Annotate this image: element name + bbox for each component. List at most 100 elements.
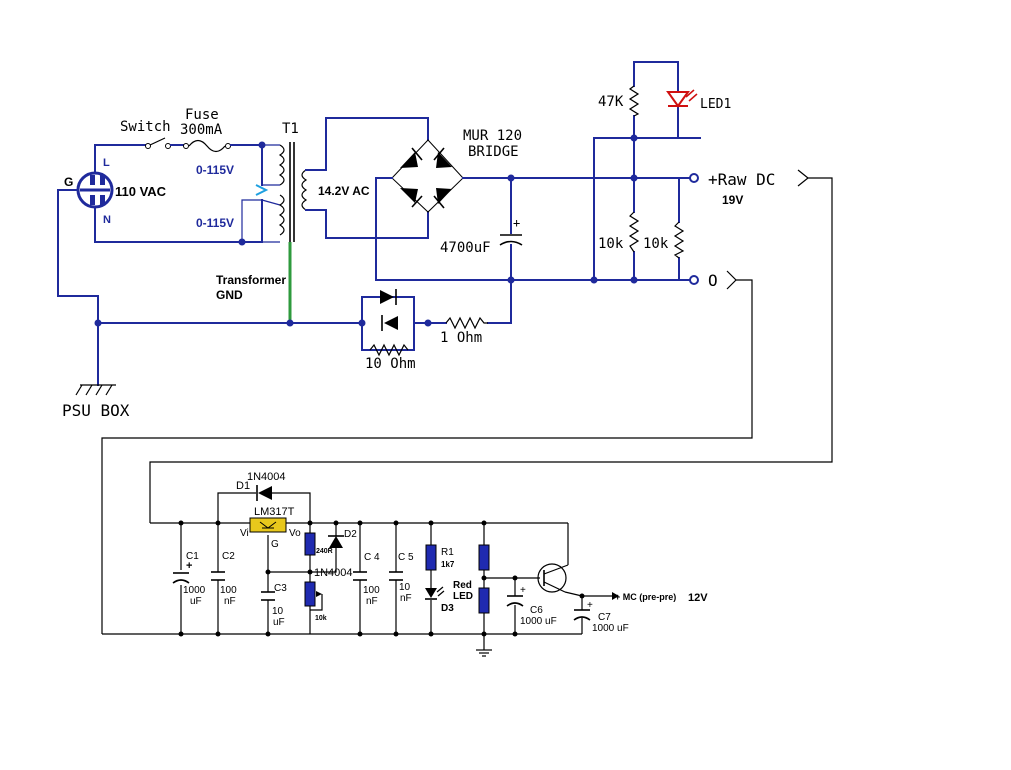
r1ohm-label: 1 Ohm <box>440 330 482 346</box>
c1-capacitor <box>172 572 190 584</box>
g-pin-label: G <box>271 539 279 550</box>
r47k-label: 47K <box>598 94 624 110</box>
vo-label: Vo <box>289 528 301 539</box>
mains-n-label: N <box>103 214 111 226</box>
transformer-t1 <box>255 142 308 323</box>
resistor-10k-a <box>628 211 640 253</box>
c2-label: C2 <box>222 551 235 562</box>
lm317-label: LM317T <box>254 506 295 518</box>
c3-value-1: 10 <box>272 606 284 617</box>
c1-label: C1 <box>186 551 199 562</box>
c1-value-2: uF <box>190 596 202 607</box>
c4-capacitor <box>353 571 367 581</box>
output-voltage-label: 12V <box>688 592 708 604</box>
d1-part-label: 1N4004 <box>247 471 286 483</box>
primary-bottom-label: 0-115V <box>196 216 234 230</box>
mains-g-label: G <box>64 175 73 189</box>
bridge-label-2: BRIDGE <box>468 144 519 160</box>
d1-diode <box>256 485 272 501</box>
c4-label: C 4 <box>364 552 380 563</box>
c4-value-2: nF <box>366 596 378 607</box>
c2-capacitor <box>211 571 225 581</box>
c1-value-1: 1000 <box>183 585 206 596</box>
primary-top-label: 0-115V <box>196 163 234 177</box>
c7-value: 1000 uF <box>592 623 629 634</box>
pot-label: 10k <box>315 615 327 622</box>
d2-diode <box>328 535 344 548</box>
dc-bus-wiring <box>375 61 701 324</box>
c5-capacitor <box>389 571 403 581</box>
main-capacitor: + <box>499 216 523 246</box>
transformer-gnd-label-1: Transformer <box>216 273 286 287</box>
switch-symbol <box>134 137 184 149</box>
c5-value-2: nF <box>400 593 412 604</box>
r10k-a-label: 10k <box>598 236 624 252</box>
mains-socket <box>76 171 114 209</box>
svg-text:+: + <box>186 560 192 572</box>
regulator-wiring <box>102 492 612 650</box>
cap-main-label: 4700uF <box>440 240 491 256</box>
fuse-rating-label: 300mA <box>180 122 223 138</box>
c5-value-1: 10 <box>399 582 411 593</box>
switch-label: Switch <box>120 119 171 135</box>
svg-text:+: + <box>513 216 520 230</box>
resistor-10k-b <box>673 221 685 259</box>
output-transistor <box>537 563 569 593</box>
transformer-gnd-label-2: GND <box>216 288 243 302</box>
d3-red-led <box>425 586 445 600</box>
zero-label: O <box>708 271 718 290</box>
bridge-label-1: MUR 120 <box>463 128 522 144</box>
c3-value-2: uF <box>273 617 285 628</box>
secondary-label: 14.2V AC <box>318 184 370 198</box>
led1-label: LED1 <box>700 97 731 112</box>
secondary-wiring <box>305 117 429 239</box>
r10ohm-label: 10 Ohm <box>365 356 416 372</box>
vi-label: Vi <box>240 528 249 539</box>
d2-label: D2 <box>344 529 357 540</box>
c7-capacitor: + <box>573 600 593 621</box>
c5-label: C 5 <box>398 552 414 563</box>
ground-loop-diodes <box>369 289 409 357</box>
c3-label: C3 <box>274 583 287 594</box>
d3-label: D3 <box>441 603 454 614</box>
mc-output-label: + MC (pre-pre) <box>615 592 676 602</box>
c2-value-1: 100 <box>220 585 237 596</box>
c6-capacitor: + <box>506 585 526 607</box>
bridge-rectifier <box>391 139 464 213</box>
c2-value-2: nF <box>224 596 236 607</box>
resistor-47k <box>628 85 640 117</box>
fuse-symbol <box>183 139 251 153</box>
led1-symbol <box>666 89 698 108</box>
psu-box-earth <box>75 384 116 396</box>
r1-resistor <box>425 544 437 571</box>
divider-resistors <box>478 544 490 614</box>
psu-box-label: PSU BOX <box>62 401 130 420</box>
c6-label: C6 <box>530 605 543 616</box>
resistor-1ohm <box>445 316 488 330</box>
raw-dc-voltage-label: 19V <box>722 193 743 207</box>
red-led-label-2: LED <box>453 591 473 602</box>
c6-value: 1000 uF <box>520 616 557 627</box>
r10k-b-label: 10k <box>643 236 669 252</box>
r1-value: 1k7 <box>441 560 455 569</box>
r240-label: 240R <box>316 548 333 555</box>
c7-label: C7 <box>598 612 611 623</box>
c4-value-1: 100 <box>363 585 380 596</box>
potentiometer-10k <box>304 581 322 607</box>
output-arrow <box>612 592 619 600</box>
svg-text:+: + <box>587 600 593 611</box>
mains-l-label: L <box>103 157 110 169</box>
red-led-label-1: Red <box>453 580 472 591</box>
r1-label: R1 <box>441 547 454 558</box>
raw-dc-label: +Raw DC <box>708 170 775 189</box>
ground-symbol <box>476 649 492 657</box>
lm317-regulator <box>249 517 287 533</box>
d2-part-label: 1N4004 <box>314 567 353 579</box>
d1-label: D1 <box>236 480 250 492</box>
svg-text:+: + <box>520 585 526 596</box>
raw-dc-terminal <box>101 169 833 634</box>
mains-voltage-label: 110 VAC <box>115 184 167 199</box>
fuse-label: Fuse <box>185 107 219 123</box>
t1-label: T1 <box>282 121 299 137</box>
